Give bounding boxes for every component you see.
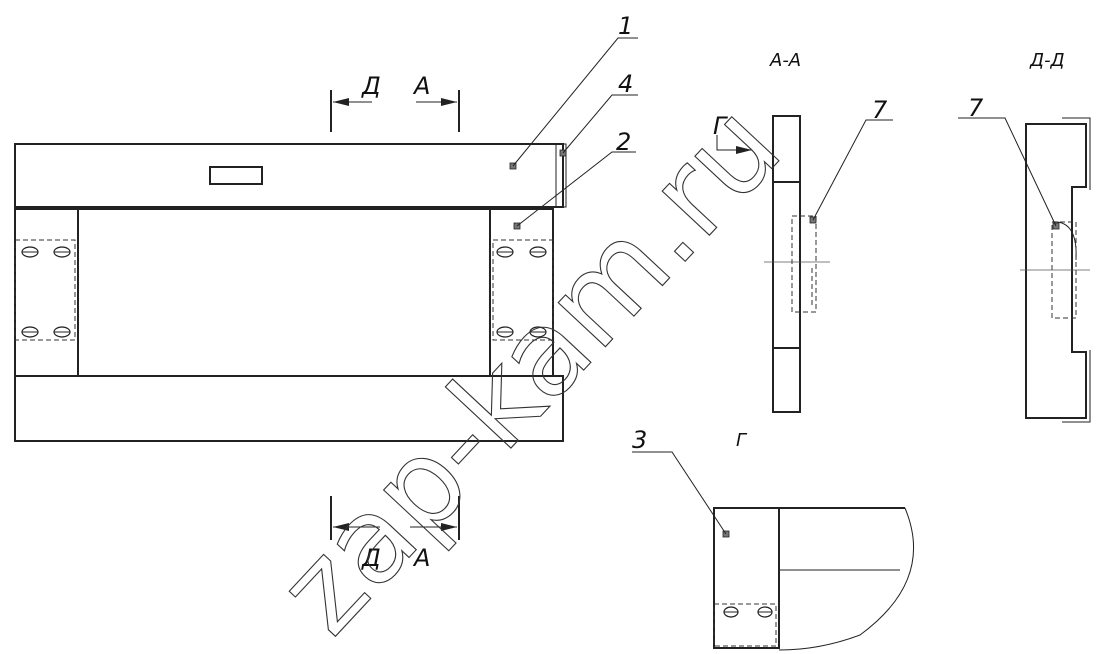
top-bar-slot [209,166,263,185]
callout-7-aa: 7 [872,96,888,124]
section-dd-view [958,117,1091,423]
callout-4: 4 [618,70,633,98]
watermark: zap-kam.ru [252,78,807,654]
section-aa-view [716,115,893,413]
aa-middle-block [772,181,801,349]
dd-profile [1025,123,1087,419]
section-mark-d-top: Д [361,72,381,100]
section-markers-top [330,90,460,132]
leader-4 [562,94,638,154]
center-panel [77,208,491,377]
main-view [14,37,638,442]
g-post [713,507,780,649]
leader-7b [958,117,1057,227]
view-title-dd: Д-Д [1029,50,1065,71]
callout-3: 3 [632,426,647,454]
aa-bottom-block [772,347,801,413]
left-holes [21,246,71,338]
right-holes [496,246,547,338]
view-arrow-g: Г [713,112,728,140]
leader-3 [632,451,727,535]
view-g [632,451,915,651]
leader-7a [812,119,893,221]
section-mark-a-bottom: А [412,544,430,572]
callout-1: 1 [618,12,633,40]
section-mark-a-top: А [412,72,430,100]
g-break-line [778,507,915,651]
leader-1 [512,37,638,167]
aa-bracket-hidden [791,215,817,313]
left-post [14,208,79,377]
bottom-bar [14,375,564,442]
callout-7-dd: 7 [968,94,984,122]
callout-2: 2 [616,128,631,156]
leader-2 [516,151,636,227]
top-bar-end-plate [555,143,567,208]
view-title-aa: А-А [769,50,801,71]
view-title-g: Г [736,430,748,451]
section-mark-d-bottom: Д [361,544,381,572]
top-bar [14,143,564,208]
section-markers-bottom [330,496,460,540]
